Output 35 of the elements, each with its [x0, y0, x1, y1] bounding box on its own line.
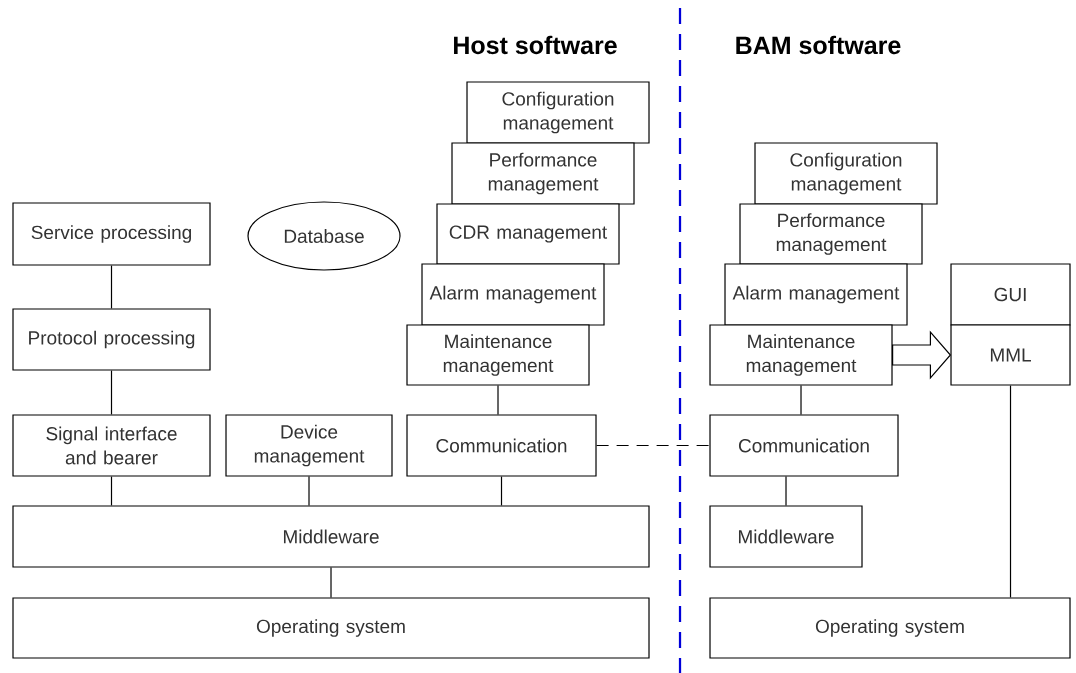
connector-line — [110, 476, 113, 506]
connector-line — [800, 385, 802, 415]
module-box: Maintenance management — [406, 324, 590, 386]
module-box: Performance management — [739, 203, 923, 265]
connector-line — [330, 567, 332, 598]
connector-line — [596, 444, 710, 447]
module-box: Middleware — [709, 505, 863, 568]
module-box: MML — [950, 324, 1071, 386]
heading: Host software — [454, 35, 617, 55]
module-box: Performance management — [451, 142, 635, 205]
module-box: Operating system — [12, 597, 650, 659]
module-box: Communication — [709, 414, 899, 477]
module-box: Operating system — [709, 597, 1071, 659]
module-box: Configuration management — [754, 142, 938, 205]
block-arrow — [892, 330, 952, 380]
module-box: CDR management — [436, 203, 620, 265]
connector-line — [110, 370, 113, 415]
connector-line — [1009, 385, 1012, 598]
connector-line — [500, 476, 503, 506]
module-box: Device management — [225, 414, 393, 477]
connector-line — [110, 265, 113, 309]
module-box: Configuration management — [466, 81, 650, 144]
module-box: Signal interface and bearer — [12, 414, 211, 477]
module-box: Alarm management — [421, 263, 605, 326]
module-box: Alarm management — [724, 263, 908, 326]
module-box: Maintenance management — [709, 324, 893, 386]
connector-line — [497, 385, 499, 415]
module-box: Middleware — [12, 505, 650, 568]
module-box: GUI — [950, 263, 1071, 326]
heading: BAM software — [736, 35, 901, 55]
connector-line — [308, 476, 310, 506]
module-box: Communication — [406, 414, 597, 477]
connector-line — [785, 476, 787, 506]
module-box: Protocol processing — [12, 308, 211, 371]
module-box: Service processing — [12, 202, 211, 266]
